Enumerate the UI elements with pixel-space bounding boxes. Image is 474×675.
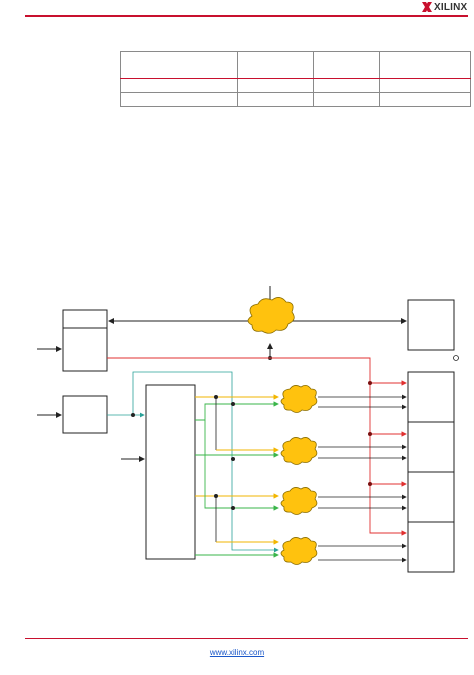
xilinx-x-logo-icon bbox=[422, 2, 432, 12]
junction-dot bbox=[131, 413, 135, 417]
channel-row-2 bbox=[195, 397, 407, 465]
header-rule bbox=[25, 15, 468, 17]
footer-website-link[interactable]: www.xilinx.com bbox=[209, 648, 265, 657]
table-row bbox=[119, 92, 471, 107]
table-header-cell bbox=[237, 51, 315, 79]
cloud-shape bbox=[280, 385, 318, 413]
junction-dot bbox=[368, 432, 372, 436]
table-cell bbox=[379, 78, 471, 93]
table-header-cell bbox=[379, 51, 471, 79]
left-upper-block bbox=[62, 309, 108, 372]
junction-dot bbox=[368, 381, 372, 385]
junction-dot bbox=[368, 482, 372, 486]
table-cell bbox=[313, 92, 381, 107]
channel-row-4 bbox=[195, 496, 407, 565]
table-header-cell bbox=[313, 51, 381, 79]
red-signal-line bbox=[107, 357, 407, 536]
table-cell bbox=[237, 78, 315, 93]
table-cell bbox=[379, 92, 471, 107]
junction-dot bbox=[231, 402, 235, 406]
footer-rule bbox=[25, 638, 468, 639]
channel-row-3 bbox=[195, 420, 407, 515]
timing-block-diagram bbox=[37, 286, 459, 573]
cloud-shape bbox=[280, 537, 318, 565]
table-cell bbox=[313, 78, 381, 93]
junction-dot bbox=[231, 457, 235, 461]
open-circle-marker bbox=[453, 355, 459, 361]
xilinx-logo: XILINX bbox=[422, 0, 472, 14]
logo-text: XILINX bbox=[434, 1, 468, 13]
table-header-row bbox=[119, 51, 471, 79]
table-cell bbox=[119, 92, 239, 107]
cloud-shape bbox=[280, 487, 318, 515]
table-header-cell bbox=[119, 51, 239, 79]
right-top-block bbox=[407, 299, 455, 351]
table-row bbox=[119, 78, 471, 93]
junction-dot bbox=[231, 506, 235, 510]
table-cell bbox=[237, 92, 315, 107]
channel-row-1 bbox=[195, 385, 407, 421]
green-signal-line bbox=[195, 401, 279, 421]
table-cell bbox=[119, 78, 239, 93]
teal-signal-line bbox=[107, 371, 279, 553]
cloud-shape bbox=[247, 297, 295, 334]
left-lower-block bbox=[62, 395, 108, 434]
cloud-shape bbox=[280, 437, 318, 465]
center-large-block bbox=[145, 384, 196, 560]
green-signal-line bbox=[204, 420, 279, 511]
spec-table bbox=[119, 51, 471, 107]
